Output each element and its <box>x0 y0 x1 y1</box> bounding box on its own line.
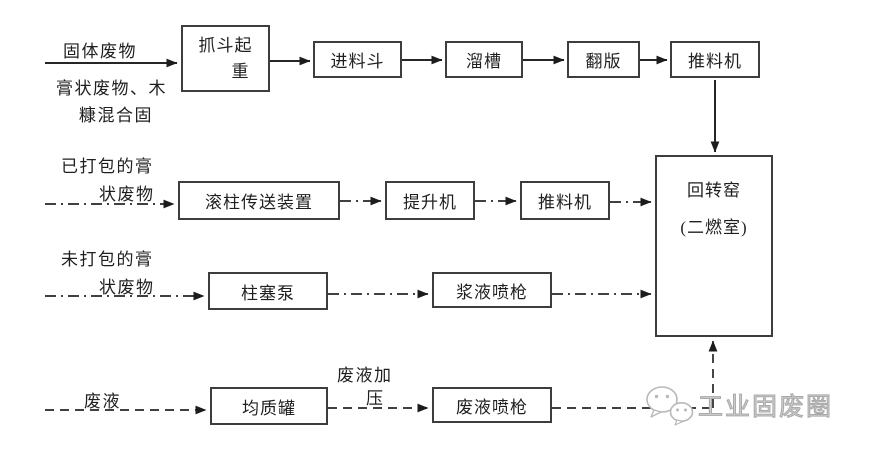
node-label: 柱塞泵 <box>241 283 295 303</box>
node-plunger-pump: 柱塞泵 <box>208 272 328 310</box>
node-label: 提升机 <box>403 193 457 212</box>
stream-label-unpacked-paste-line2: 状废物 <box>99 278 155 297</box>
node-flap: 翻版 <box>567 41 640 78</box>
node-feed-hopper: 进料斗 <box>313 41 402 78</box>
watermark-text: 工业固废圈 <box>697 393 834 422</box>
node-pusher-mid: 推料机 <box>520 181 610 220</box>
stream-label-waste-liquid: 废液 <box>84 392 121 411</box>
node-label: 均质罐 <box>242 398 296 418</box>
node-waste-liquid-spray-gun: 废液喷枪 <box>432 387 552 423</box>
node-label: 推料机 <box>538 193 592 212</box>
node-rotary-kiln: 回转窑 (二燃室) <box>655 155 773 337</box>
node-label: 溜槽 <box>466 52 502 71</box>
node-label: 推料机 <box>688 52 742 71</box>
node-grab-crane: 抓斗起 重 <box>181 25 270 92</box>
stream-label-unpacked-paste-line1: 未打包的膏 <box>61 250 154 269</box>
node-roller-conveyor: 滚柱传送装置 <box>178 181 340 220</box>
node-elevator: 提升机 <box>385 181 475 220</box>
node-label: 抓斗起 <box>198 35 253 55</box>
stream-label-packed-paste-line2: 状废物 <box>99 185 155 204</box>
wechat-icon <box>646 386 694 426</box>
node-chute: 溜槽 <box>445 41 523 78</box>
stream-label-paste-waste-line2: 糠混合固 <box>79 106 153 125</box>
node-label: 进料斗 <box>330 52 385 71</box>
node-homogenizing-tank: 均质罐 <box>210 387 328 425</box>
node-slurry-spray-gun: 浆液喷枪 <box>432 272 552 308</box>
watermark: 工业固废圈 <box>644 383 833 427</box>
node-label: 回转窑 <box>687 181 741 200</box>
node-label: 滚柱传送装置 <box>205 193 313 212</box>
edge-label-pressurize-line1: 废液加 <box>337 366 393 385</box>
node-label: 重 <box>231 61 250 81</box>
stream-label-solid-waste: 固体废物 <box>63 42 137 61</box>
stream-label-paste-waste-line1: 膏状废物、木 <box>56 79 167 98</box>
node-label: 浆液喷枪 <box>456 282 528 302</box>
node-pusher-top: 推料机 <box>670 41 760 78</box>
node-label: 翻版 <box>585 52 622 71</box>
stream-label-packed-paste-line1: 已打包的膏 <box>61 157 154 176</box>
node-label: 废液喷枪 <box>456 397 528 417</box>
edge-label-pressurize-line2: 压 <box>366 389 385 408</box>
node-label: (二燃室) <box>680 218 748 237</box>
